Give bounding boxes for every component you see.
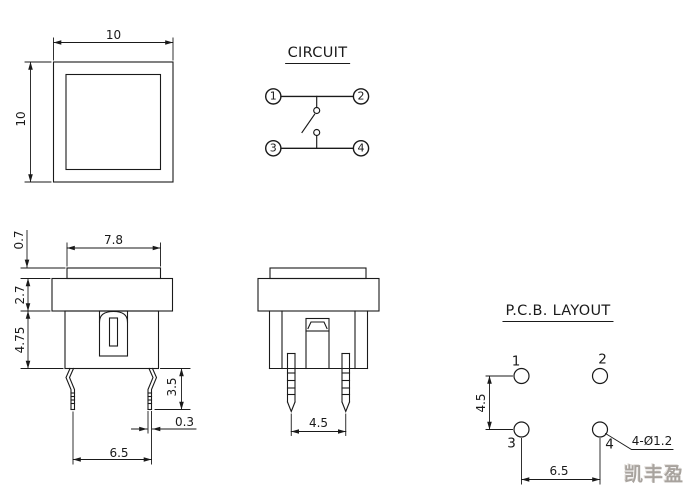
pcb-vertical-pitch-dim: 4.5 <box>473 392 488 413</box>
circuit-pin-4: 4 <box>357 141 365 155</box>
pcb-layout-title: P.C.B. LAYOUT <box>502 303 614 322</box>
top-view-drawing <box>24 37 174 183</box>
pcb-pad-2: 2 <box>598 350 607 367</box>
pcb-pad-3: 3 <box>507 434 516 451</box>
pcb-hole-note: 4-Ø1.2 <box>631 433 673 448</box>
front-cap-height-dim: 0.7 <box>12 229 26 250</box>
top-view-height-dim: 10 <box>14 110 28 127</box>
pcb-pad-4: 4 <box>605 435 614 452</box>
front-left-leg <box>65 367 76 411</box>
side-left-leg <box>286 352 296 413</box>
pcb-layout-drawing <box>485 367 674 485</box>
circuit-pin-1: 1 <box>269 89 277 103</box>
front-right-leg <box>147 367 158 411</box>
circuit-pin-2: 2 <box>357 89 365 103</box>
circuit-pin-3: 3 <box>269 141 277 155</box>
front-leg-thickness-dim: 0.3 <box>174 414 195 429</box>
pcb-pad-1: 1 <box>511 352 521 369</box>
side-view-drawing <box>257 267 380 436</box>
side-right-leg <box>341 352 351 413</box>
circuit-diagram <box>264 88 370 157</box>
brand-watermark: 凯丰盈 <box>623 463 685 485</box>
front-view-dimension-lines <box>20 230 197 465</box>
front-flange-height-dim: 2.7 <box>13 284 27 305</box>
front-cap-width-dim: 7.8 <box>103 233 124 247</box>
side-view-dimension-lines <box>290 413 347 436</box>
switch-contact-symbol <box>301 95 321 149</box>
top-view-dimension-lines <box>24 37 174 183</box>
pcb-horizontal-pitch-dim: 6.5 <box>549 463 569 478</box>
circuit-title: CIRCUIT <box>284 45 351 64</box>
front-body-height-dim: 4.75 <box>13 326 27 354</box>
front-view-drawing <box>20 230 197 465</box>
front-leg-length-dim: 3.5 <box>165 377 179 397</box>
side-leg-pitch-dim: 4.5 <box>308 415 329 430</box>
hole-note-leader <box>604 432 674 450</box>
pcb-dimension-lines <box>485 375 674 485</box>
front-leg-pitch-dim: 6.5 <box>109 445 129 460</box>
top-view-width-dim: 10 <box>105 27 122 42</box>
